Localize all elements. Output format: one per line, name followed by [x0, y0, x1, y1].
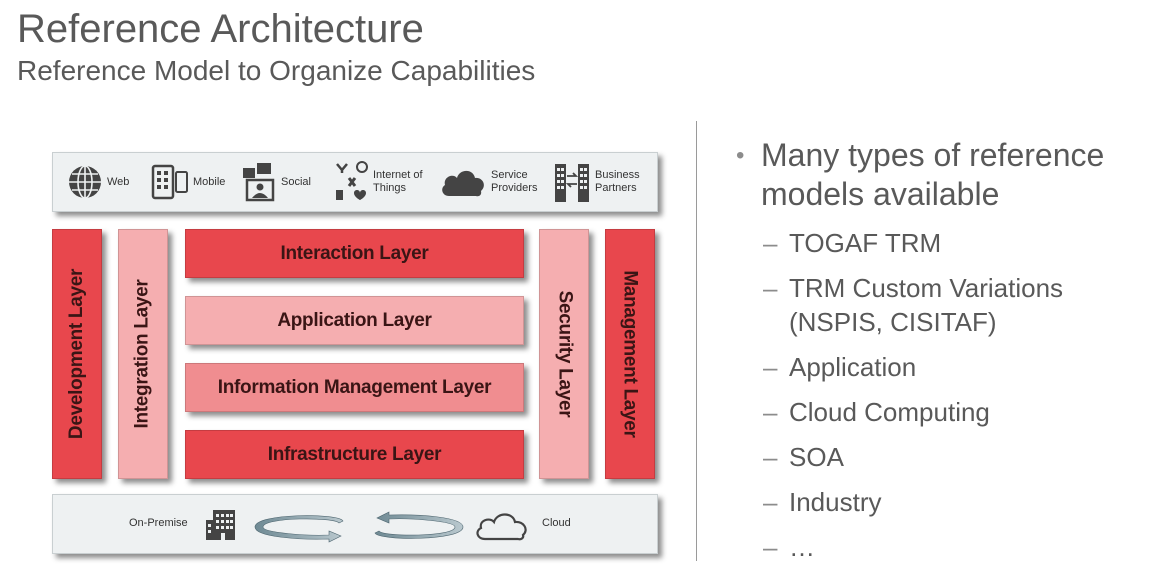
channel-social: Social [241, 153, 311, 211]
sub-bullet: –… [736, 530, 1146, 564]
channel-label: Internet of Things [373, 169, 423, 194]
page-subtitle: Reference Model to Organize Capabilities [17, 55, 536, 86]
integration-layer: Integration Layer [118, 229, 168, 479]
dash-icon: – [763, 532, 778, 562]
sub-bullet-text: Industry [789, 487, 882, 517]
sub-bullet-text: TOGAF TRM [789, 228, 942, 258]
cloud-icon [476, 513, 527, 541]
buildings-icon [555, 164, 589, 202]
channels-band: Web Mobile Social [52, 152, 658, 212]
layer-label: Security Layer [554, 290, 576, 418]
vertical-divider [696, 121, 697, 561]
channel-label: Mobile [193, 175, 226, 188]
channel-mobile: Mobile [151, 153, 225, 211]
dash-icon: – [763, 442, 778, 472]
channel-iot: Internet of Things [333, 153, 433, 211]
sub-bullet-text: TRM Custom Variations (NSPIS, CISITAF) [789, 273, 1064, 337]
bullet-main: • Many types of reference models availab… [736, 136, 1146, 214]
channel-web: Web [67, 153, 129, 211]
social-icon [243, 163, 275, 202]
on-premise-label: On-Premise [129, 517, 188, 529]
layer-label: Management Layer [620, 270, 642, 438]
sub-bullet: –Application [736, 350, 1146, 384]
sub-bullet: –TRM Custom Variations (NSPIS, CISITAF) [736, 271, 1146, 339]
infrastructure-layer: Infrastructure Layer [185, 430, 524, 479]
deployment-band: On-Premise Cloud [52, 494, 658, 554]
reference-model-diagram: Web Mobile Social [52, 152, 658, 554]
sub-bullet-text: … [789, 532, 815, 562]
bullet-dot-icon: • [736, 142, 745, 169]
sub-bullet: –Cloud Computing [736, 395, 1146, 429]
layer-label: Integration Layer [132, 279, 154, 429]
dash-icon: – [763, 352, 778, 382]
sub-bullet: –SOA [736, 440, 1146, 474]
dash-icon: – [763, 397, 778, 427]
security-layer: Security Layer [539, 229, 589, 479]
building-icon [206, 510, 235, 540]
channel-label: Service Providers [491, 169, 538, 194]
sub-bullet-list: –TOGAF TRM –TRM Custom Variations (NSPIS… [736, 226, 1146, 564]
sub-bullet-text: Application [789, 352, 917, 382]
management-layer: Management Layer [605, 229, 655, 479]
mobile-icon [151, 164, 188, 200]
cloud-icon [442, 170, 484, 197]
channel-label: Web [107, 175, 130, 188]
dash-icon: – [763, 273, 778, 303]
cloud-label: Cloud [542, 517, 571, 529]
application-layer: Application Layer [185, 296, 524, 345]
layer-label: Development Layer [66, 268, 87, 440]
sync-arrows-icon [254, 511, 464, 543]
channel-label: Business Partners [595, 169, 640, 194]
iot-icon [336, 161, 368, 200]
dash-icon: – [763, 487, 778, 517]
bullet-list: • Many types of reference models availab… [736, 136, 1146, 575]
channel-business-partners: Business Partners [553, 153, 655, 211]
information-management-layer: Information Management Layer [185, 363, 524, 412]
interaction-layer: Interaction Layer [185, 229, 524, 278]
sub-bullet: –TOGAF TRM [736, 226, 1146, 260]
sub-bullet-text: Cloud Computing [789, 397, 990, 427]
page-title: Reference Architecture [17, 7, 424, 51]
sub-bullet-text: SOA [789, 442, 844, 472]
development-layer: Development Layer [52, 229, 102, 479]
globe-icon [69, 165, 101, 199]
sub-bullet: –Industry [736, 485, 1146, 519]
bullet-main-text: Many types of reference models available [761, 137, 1105, 212]
channel-service-providers: Service Providers [439, 153, 551, 211]
dash-icon: – [763, 228, 778, 258]
channel-label: Social [281, 175, 311, 188]
